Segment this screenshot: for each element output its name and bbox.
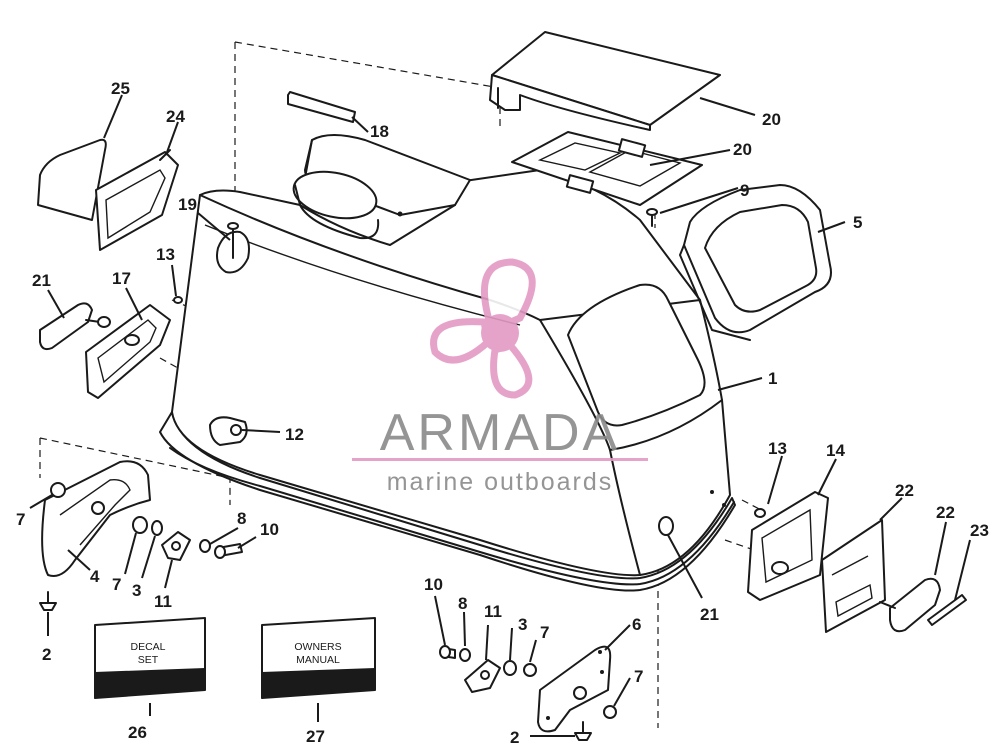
left-hardware [132,516,243,561]
watermark-subtitle: marine outboards [387,468,614,496]
top-lid [489,31,721,131]
callout-8-right: 8 [458,594,467,613]
rubber-strip [287,91,356,123]
callout-18: 20 [762,110,781,129]
decal-box-line2: SET [138,654,159,666]
right-hardware-mid [439,645,537,693]
gasket [511,131,703,206]
callout-14: 14 [826,441,845,460]
watermark-title: ARMADA [380,404,620,462]
screw-13-left [173,296,183,304]
manual-box-line2: MANUAL [296,654,340,666]
callout-26: 26 [128,723,147,742]
callout-11-right: 11 [484,602,502,621]
callout-20-left: 21 [32,271,51,290]
callout-10-right: 10 [424,575,443,594]
callout-22: 22 [895,481,914,500]
callout-21: 21 [700,605,719,624]
callout-16: 18 [370,122,389,141]
callout-6: 6 [632,615,641,634]
bracket-4 [41,460,151,577]
callout-10-left: 10 [260,520,279,539]
screw-13-right [754,508,766,518]
watermark-rule [352,458,648,461]
callout-2-left: 2 [42,645,51,664]
callout-3-left: 3 [132,581,141,600]
strip-23 [927,594,967,626]
decal-box-line1: DECAL [130,641,165,653]
callout-15: 17 [112,269,131,288]
callout-7-right-mid: 7 [540,623,549,642]
knob-17 [216,222,250,274]
callout-12: 12 [285,425,304,444]
right-hardware-low [574,705,617,741]
label-25 [37,138,107,221]
callout-20-right: 22 [936,503,955,522]
callout-5: 5 [853,213,862,232]
armada-watermark: ARMADA marine outboards [352,258,648,496]
callout-19: 20 [733,140,752,159]
screw-9 [646,208,658,227]
bracket-6 [537,645,612,733]
callout-7-left-top: 7 [16,510,25,529]
latch-plate [85,304,171,399]
owners-manual-box: OWNERS MANUAL [261,617,376,699]
callout-7-left-mid: 7 [112,575,121,594]
motor-cover [159,134,736,592]
callout-24: 24 [166,107,185,126]
callout-1: 1 [768,369,777,388]
nut-7-top [50,482,66,498]
window-frame [679,184,832,341]
callout-23: 23 [970,521,989,540]
callout-11-left: 11 [154,592,172,611]
grommet-2-left [39,591,57,611]
latch-hook-12 [209,416,248,446]
label-22 [821,519,886,633]
callout-3-right: 3 [518,615,527,634]
callout-7-right-low: 7 [634,667,643,686]
callout-13-left: 13 [156,245,175,264]
callout-17: 19 [178,195,197,214]
callout-25: 25 [111,79,130,98]
callout-4: 4 [90,567,100,586]
decal-set-box: DECAL SET [94,617,206,699]
callout-13-right: 13 [768,439,787,458]
manual-box-line1: OWNERS [294,641,341,653]
leader-lines [29,94,971,737]
propeller-logo [430,258,536,399]
latch-handle-right [879,577,941,633]
frame-24 [95,149,179,251]
latch-plate-14 [747,491,829,601]
callout-27: 27 [306,727,325,746]
callout-numbers: 25 24 18 20 20 9 5 19 13 21 17 1 12 13 1… [16,79,989,747]
callout-2-right: 2 [510,728,519,747]
callout-9: 9 [740,181,749,200]
latch-handle-left [39,302,111,351]
callout-8-left: 8 [237,509,246,528]
